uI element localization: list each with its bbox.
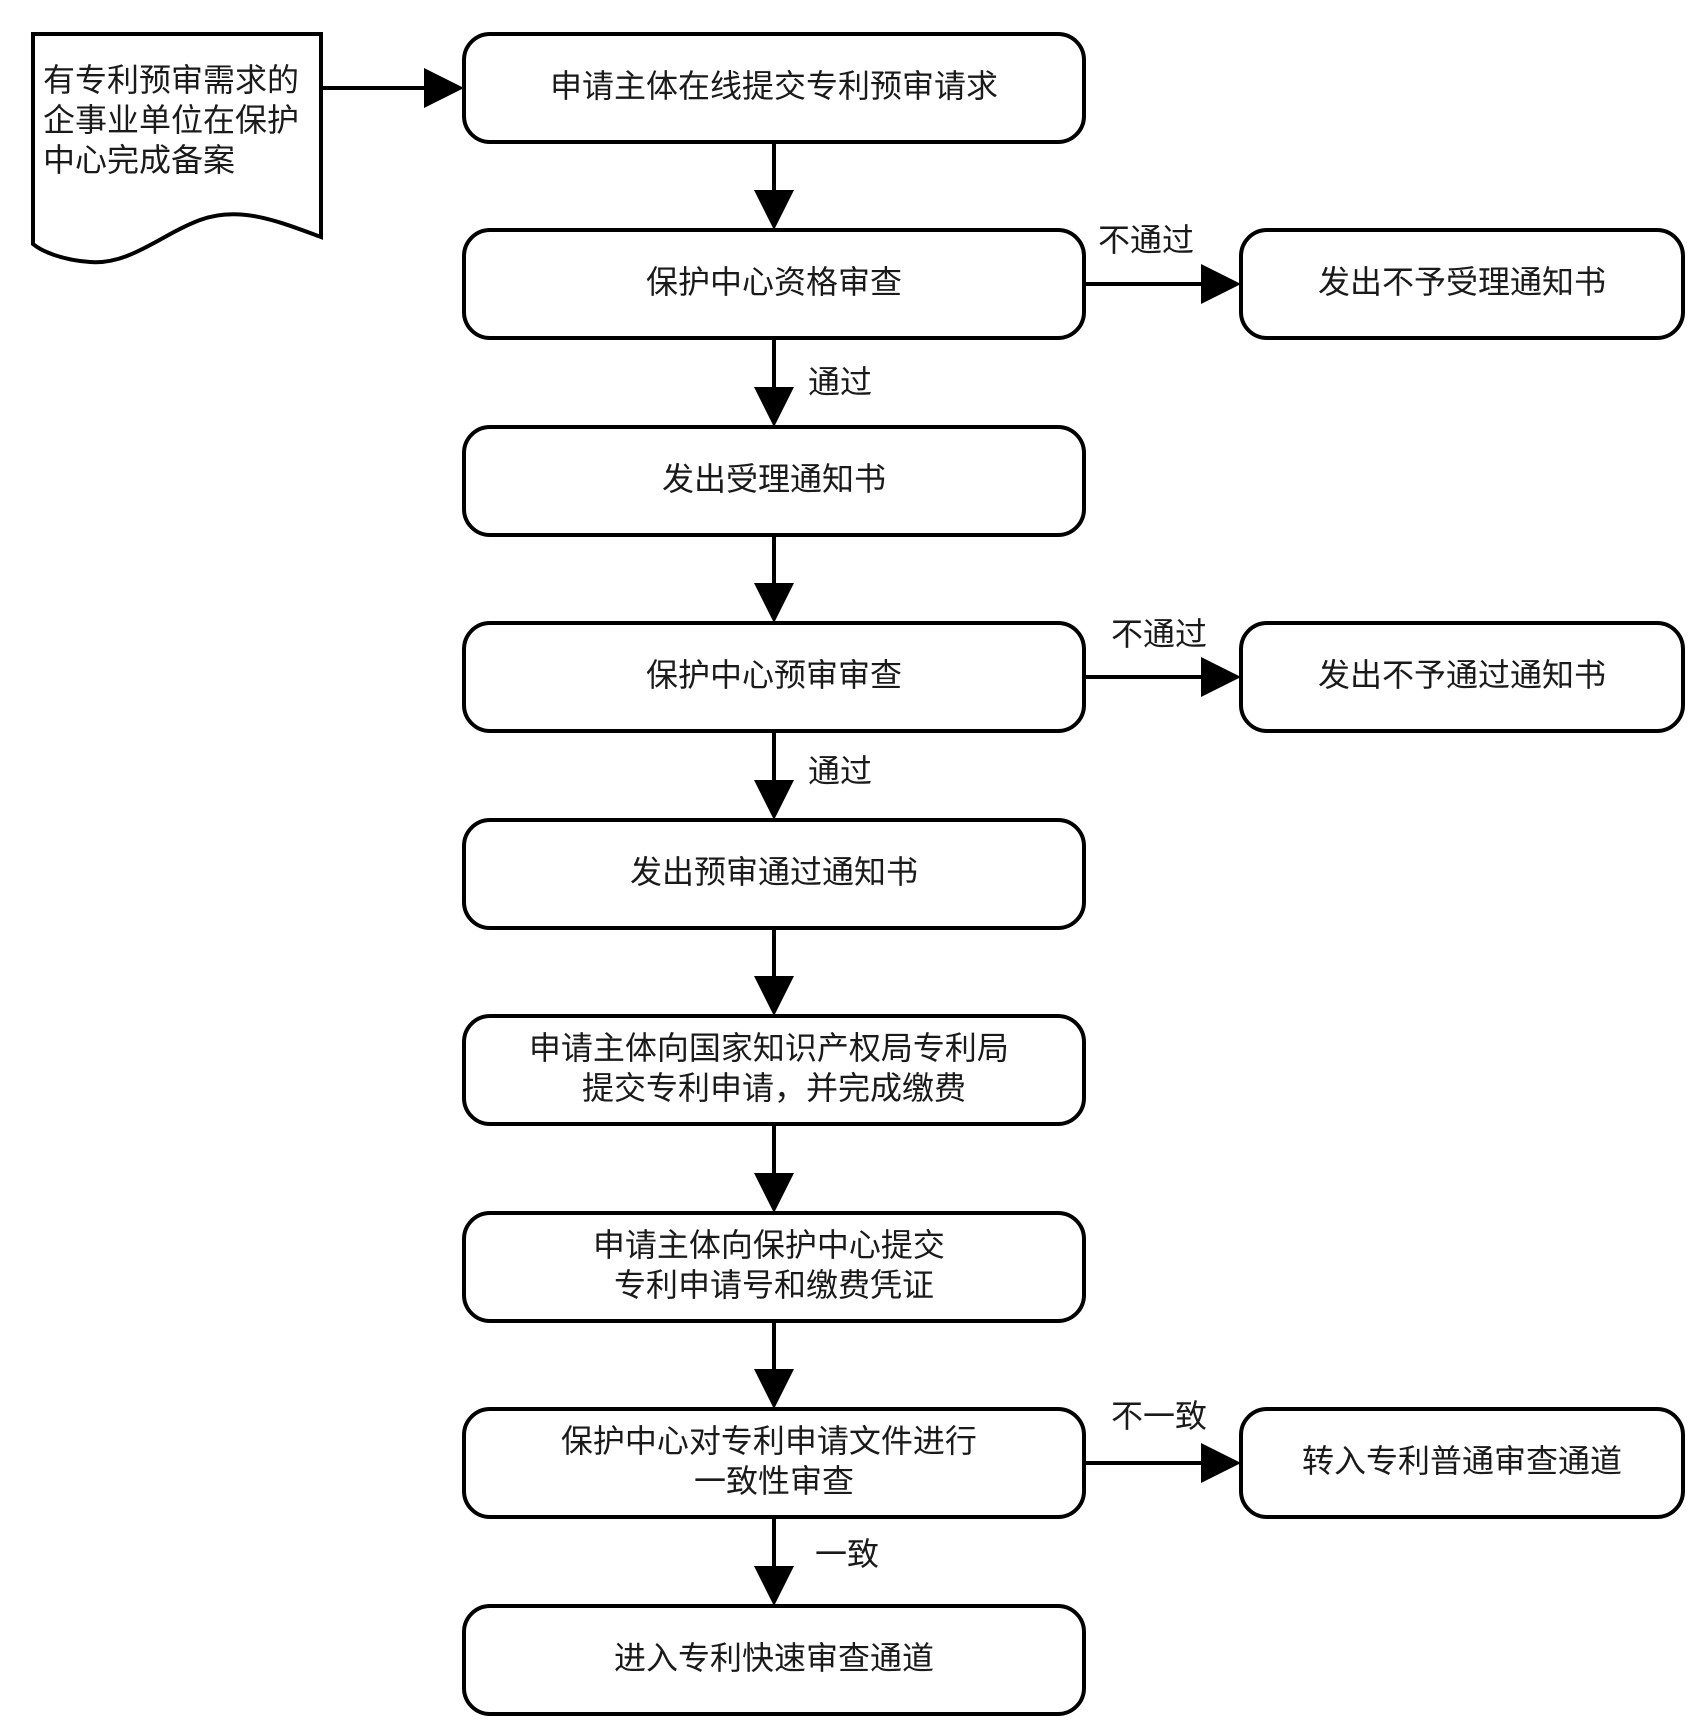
step-normal-track: 转入专利普通审查通道	[1241, 1409, 1683, 1517]
edge-label-fail-1: 不通过	[1098, 221, 1194, 259]
step-qualification-review-label: 保护中心资格审查	[646, 263, 902, 301]
step-normal-track-label: 转入专利普通审查通道	[1302, 1442, 1622, 1480]
step-consistency-review-line-1: 保护中心对专利申请文件进行	[561, 1422, 977, 1460]
step-submit-number-line-1: 申请主体向保护中心提交	[593, 1226, 945, 1264]
start-document-node: 有专利预审需求的 企事业单位在保护 中心完成备案	[33, 34, 321, 262]
step-submit-request: 申请主体在线提交专利预审请求	[464, 34, 1084, 142]
edge-label-pass-2: 通过	[808, 752, 872, 790]
step-file-with-cnipa-line-1: 申请主体向国家知识产权局专利局	[529, 1029, 1009, 1067]
step-pre-review-pass-notice: 发出预审通过通知书	[464, 820, 1084, 928]
step-reject-pass-notice-label: 发出不予通过通知书	[1318, 656, 1606, 694]
step-submit-number: 申请主体向保护中心提交 专利申请号和缴费凭证	[464, 1213, 1084, 1321]
step-accept-notice: 发出受理通知书	[464, 427, 1084, 535]
step-fast-track-label: 进入专利快速审查通道	[614, 1639, 934, 1677]
step-reject-pass-notice: 发出不予通过通知书	[1241, 623, 1683, 731]
step-reject-accept-notice-label: 发出不予受理通知书	[1318, 263, 1606, 301]
start-document-line-2: 企事业单位在保护	[43, 101, 299, 139]
edge-label-consistent: 一致	[815, 1535, 879, 1573]
step-file-with-cnipa: 申请主体向国家知识产权局专利局 提交专利申请，并完成缴费	[464, 1016, 1084, 1124]
edge-label-pass-1: 通过	[808, 363, 872, 401]
step-accept-notice-label: 发出受理通知书	[662, 460, 886, 498]
step-fast-track: 进入专利快速审查通道	[464, 1606, 1084, 1714]
step-qualification-review: 保护中心资格审查	[464, 230, 1084, 338]
start-document-line-1: 有专利预审需求的	[43, 61, 299, 99]
step-consistency-review-line-2: 一致性审查	[694, 1462, 854, 1500]
step-file-with-cnipa-line-2: 提交专利申请，并完成缴费	[582, 1069, 966, 1107]
step-pre-review-pass-notice-label: 发出预审通过通知书	[630, 853, 918, 891]
step-pre-review-label: 保护中心预审审查	[646, 656, 902, 694]
step-reject-accept-notice: 发出不予受理通知书	[1241, 230, 1683, 338]
step-consistency-review: 保护中心对专利申请文件进行 一致性审查	[464, 1409, 1084, 1517]
edge-label-fail-2: 不通过	[1111, 615, 1207, 653]
step-submit-number-line-2: 专利申请号和缴费凭证	[614, 1266, 934, 1304]
step-submit-request-label: 申请主体在线提交专利预审请求	[550, 67, 998, 105]
edge-label-inconsistent: 不一致	[1111, 1397, 1207, 1435]
start-document-line-3: 中心完成备案	[43, 141, 235, 179]
step-pre-review: 保护中心预审审查	[464, 623, 1084, 731]
